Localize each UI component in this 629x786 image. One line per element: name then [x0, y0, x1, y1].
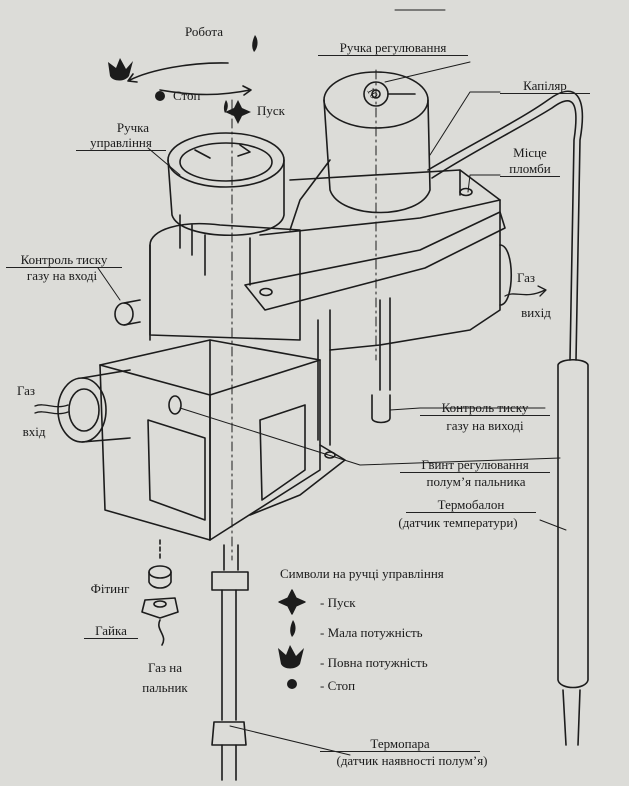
dot-icon	[287, 679, 297, 689]
label-gvint-2: полум’я пальника	[426, 474, 526, 489]
full-flame-icon	[108, 58, 133, 81]
label-robota: Робота	[185, 24, 223, 39]
small-flame-mark-icon	[223, 100, 228, 113]
label-kontrol-out-1: Контроль тиску	[420, 400, 550, 416]
label-kontrol-in-2: газу на вході	[26, 268, 98, 283]
label-gayka: Гайка	[84, 623, 138, 639]
rotation-arrows	[127, 62, 252, 96]
legend-item-povna: - Повна потужність	[320, 655, 428, 670]
label-kontrol-in-1: Контроль тиску	[6, 252, 122, 268]
top-symbols	[108, 35, 258, 124]
legend-item-pusk: - Пуск	[320, 595, 356, 610]
label-termopara-1: Термопара	[320, 736, 480, 752]
label-termobalon-2: (датчик температури)	[398, 515, 518, 530]
legend-title: Символи на ручці управління	[280, 566, 444, 581]
control-knob	[167, 132, 285, 286]
label-ruchka-upr-2: управління	[76, 135, 166, 151]
label-gvint-1: Гвинт регулювання	[400, 457, 550, 473]
label-gaz-out-2: вихід	[521, 305, 551, 320]
label-fiting: Фітинг	[90, 581, 130, 596]
fitting-and-nut	[141, 539, 179, 646]
label-termopara-2: (датчик наявності полум’я)	[336, 753, 488, 768]
label-gaz-palnyk-2: пальник	[142, 680, 188, 695]
label-kontrol-out-2: газу на виході	[446, 418, 524, 433]
label-termobalon-1: Термобалон	[406, 497, 536, 513]
label-gaz-palnyk-1: Газ на	[147, 660, 183, 675]
regulation-knob	[289, 71, 431, 231]
label-mistse-1: Місце	[513, 145, 547, 160]
valve-body	[57, 169, 513, 541]
big-flame-icon	[278, 645, 304, 669]
legend-item-stop: - Стоп	[320, 678, 356, 693]
label-mistse-2: пломби	[500, 161, 560, 177]
axis-lines	[231, 69, 377, 561]
label-gaz-in-1: Газ	[16, 383, 36, 398]
small-flame-icon	[290, 620, 296, 637]
label-gaz-in-2: вхід	[22, 424, 46, 439]
label-kapilyar: Капіляр	[500, 78, 590, 94]
label-pusk: Пуск	[257, 103, 285, 118]
gas-flow-arrows	[34, 285, 547, 415]
leader-lines	[97, 9, 567, 756]
label-ruchka-reg: Ручка регулювання	[318, 40, 468, 56]
pusk-star-icon	[225, 100, 251, 124]
legend-item-mala: - Мала потужність	[320, 625, 423, 640]
legend-symbols	[278, 589, 306, 689]
thermo-bulb	[557, 358, 589, 746]
label-gaz-out-1: Газ	[516, 270, 536, 285]
label-stop: Стоп	[173, 88, 201, 103]
stop-dot-icon	[155, 91, 165, 101]
label-ruchka-upr-1: Ручка	[116, 120, 150, 135]
thermocouple	[211, 544, 249, 781]
robota-flame-icon	[252, 35, 258, 52]
star-icon	[278, 589, 306, 615]
capillary-tube	[427, 90, 584, 361]
